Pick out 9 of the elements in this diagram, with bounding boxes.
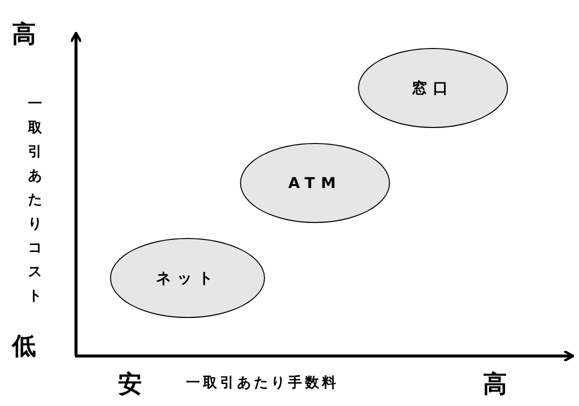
axis-min-label: 安 [118,369,142,400]
axis-title: 一取引あたり手数料 [186,374,339,392]
axis-title: 一取引あたりコスト [28,95,42,306]
category-label: ATM [288,174,342,192]
axis-min-label: 低 [12,331,36,362]
axis-max-label: 高 [483,369,507,400]
category-label: 窓口 [412,78,454,98]
axis-max-label: 高 [12,19,36,50]
category-label: ネット [156,268,219,288]
